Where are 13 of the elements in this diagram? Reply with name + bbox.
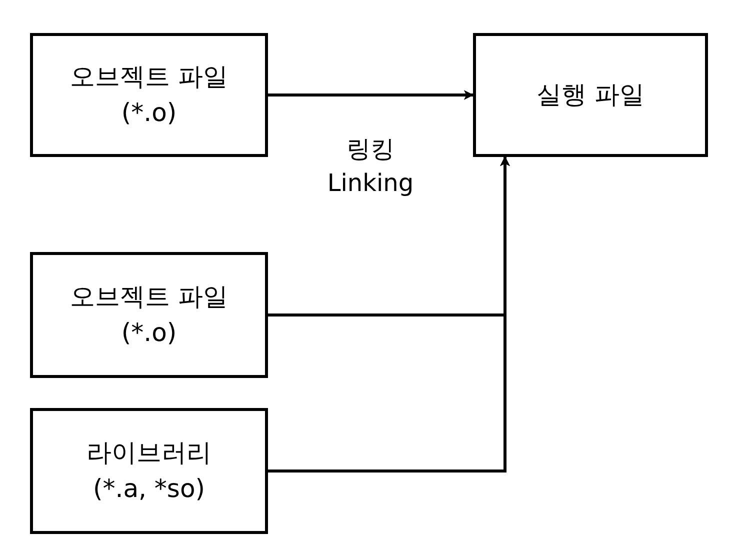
- arrow: [268, 90, 474, 100]
- box-title: 라이브러리: [86, 437, 212, 469]
- arrow: [268, 156, 510, 472]
- file-extension: (*.o): [121, 317, 177, 349]
- process-box: [30, 252, 268, 378]
- process-box: [30, 33, 268, 157]
- process-box: [30, 408, 268, 534]
- box-title: 오브젝트 파일: [70, 281, 228, 313]
- box-title: 오브젝트 파일: [70, 61, 228, 93]
- file-extension: (*.a, *so): [93, 473, 205, 505]
- process-box: [473, 33, 708, 157]
- box-title: 실행 파일: [536, 79, 644, 111]
- file-extension: (*.o): [121, 97, 177, 129]
